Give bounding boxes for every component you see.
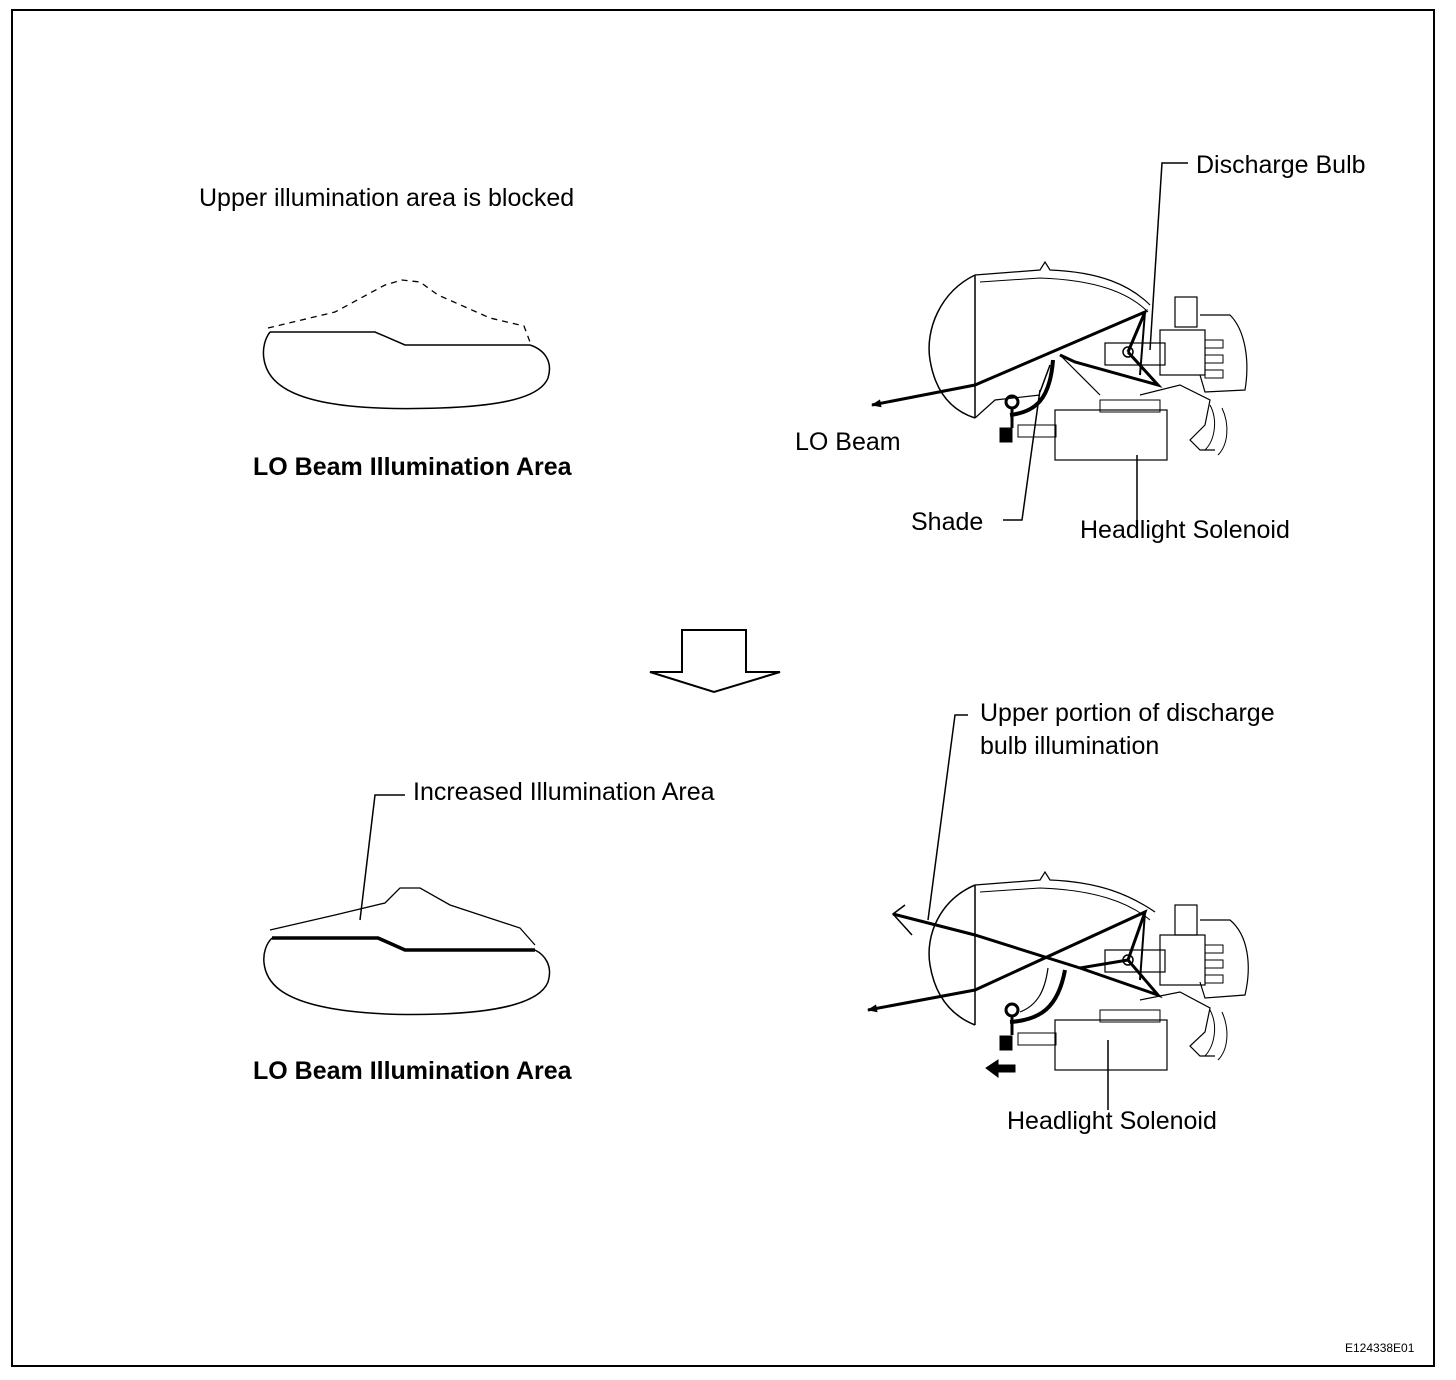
solenoid-label-bottom: Headlight Solenoid — [1007, 1107, 1217, 1135]
discharge-bulb-body — [1104, 342, 1166, 366]
figure-code: E124338E01 — [1345, 1341, 1415, 1355]
figure-frame — [11, 9, 1435, 1367]
housing-outline — [974, 260, 1151, 306]
area-caption-top: LO Beam Illumination Area — [253, 453, 572, 481]
upper-portion-label-line1: Upper portion of discharge — [980, 699, 1275, 727]
top-leaders — [1003, 162, 1188, 521]
increased-upper-outline — [269, 887, 536, 946]
lo-beam-label: LO Beam — [795, 428, 901, 456]
shade-leader — [1003, 389, 1041, 521]
beam-area-outline — [262, 331, 551, 410]
increased-area-label: Increased Illumination Area — [413, 778, 715, 806]
shade-plate — [1009, 359, 1055, 417]
discharge-bulb-leader — [1149, 162, 1188, 351]
upper-portion-leader — [927, 714, 968, 921]
blocked-caption: Upper illumination area is blocked — [199, 184, 575, 212]
increased-area-leader — [359, 794, 405, 921]
solenoid-movement-arrow-icon — [985, 1059, 1016, 1078]
lo-beam-pattern-increased — [263, 794, 551, 1016]
bottom-leaders — [927, 714, 1109, 1110]
lo-beam-ray — [871, 309, 1148, 408]
lo-beam-ray-bottom — [867, 909, 1148, 1013]
headlight-solenoid-body — [1054, 409, 1168, 461]
lens-outline — [928, 274, 976, 419]
cutoff-line-bold — [272, 936, 535, 952]
shade-label: Shade — [911, 508, 984, 536]
upper-portion-ray — [892, 912, 1129, 970]
discharge-bulb-label: Discharge Bulb — [1196, 151, 1366, 179]
upper-portion-label-line2: bulb illumination — [980, 732, 1160, 760]
headlight-assembly-top — [871, 260, 1248, 461]
area-caption-bottom: LO Beam Illumination Area — [253, 1057, 572, 1085]
solenoid-label-top: Headlight Solenoid — [1080, 516, 1290, 544]
shade-plate-retracted — [1009, 969, 1067, 1024]
beam-area-outline-bottom — [263, 937, 551, 1016]
down-arrow-icon — [649, 629, 781, 694]
lo-beam-pattern-blocked — [262, 279, 551, 410]
headlight-assembly-bottom — [867, 870, 1249, 1078]
cutoff-line — [270, 331, 530, 346]
